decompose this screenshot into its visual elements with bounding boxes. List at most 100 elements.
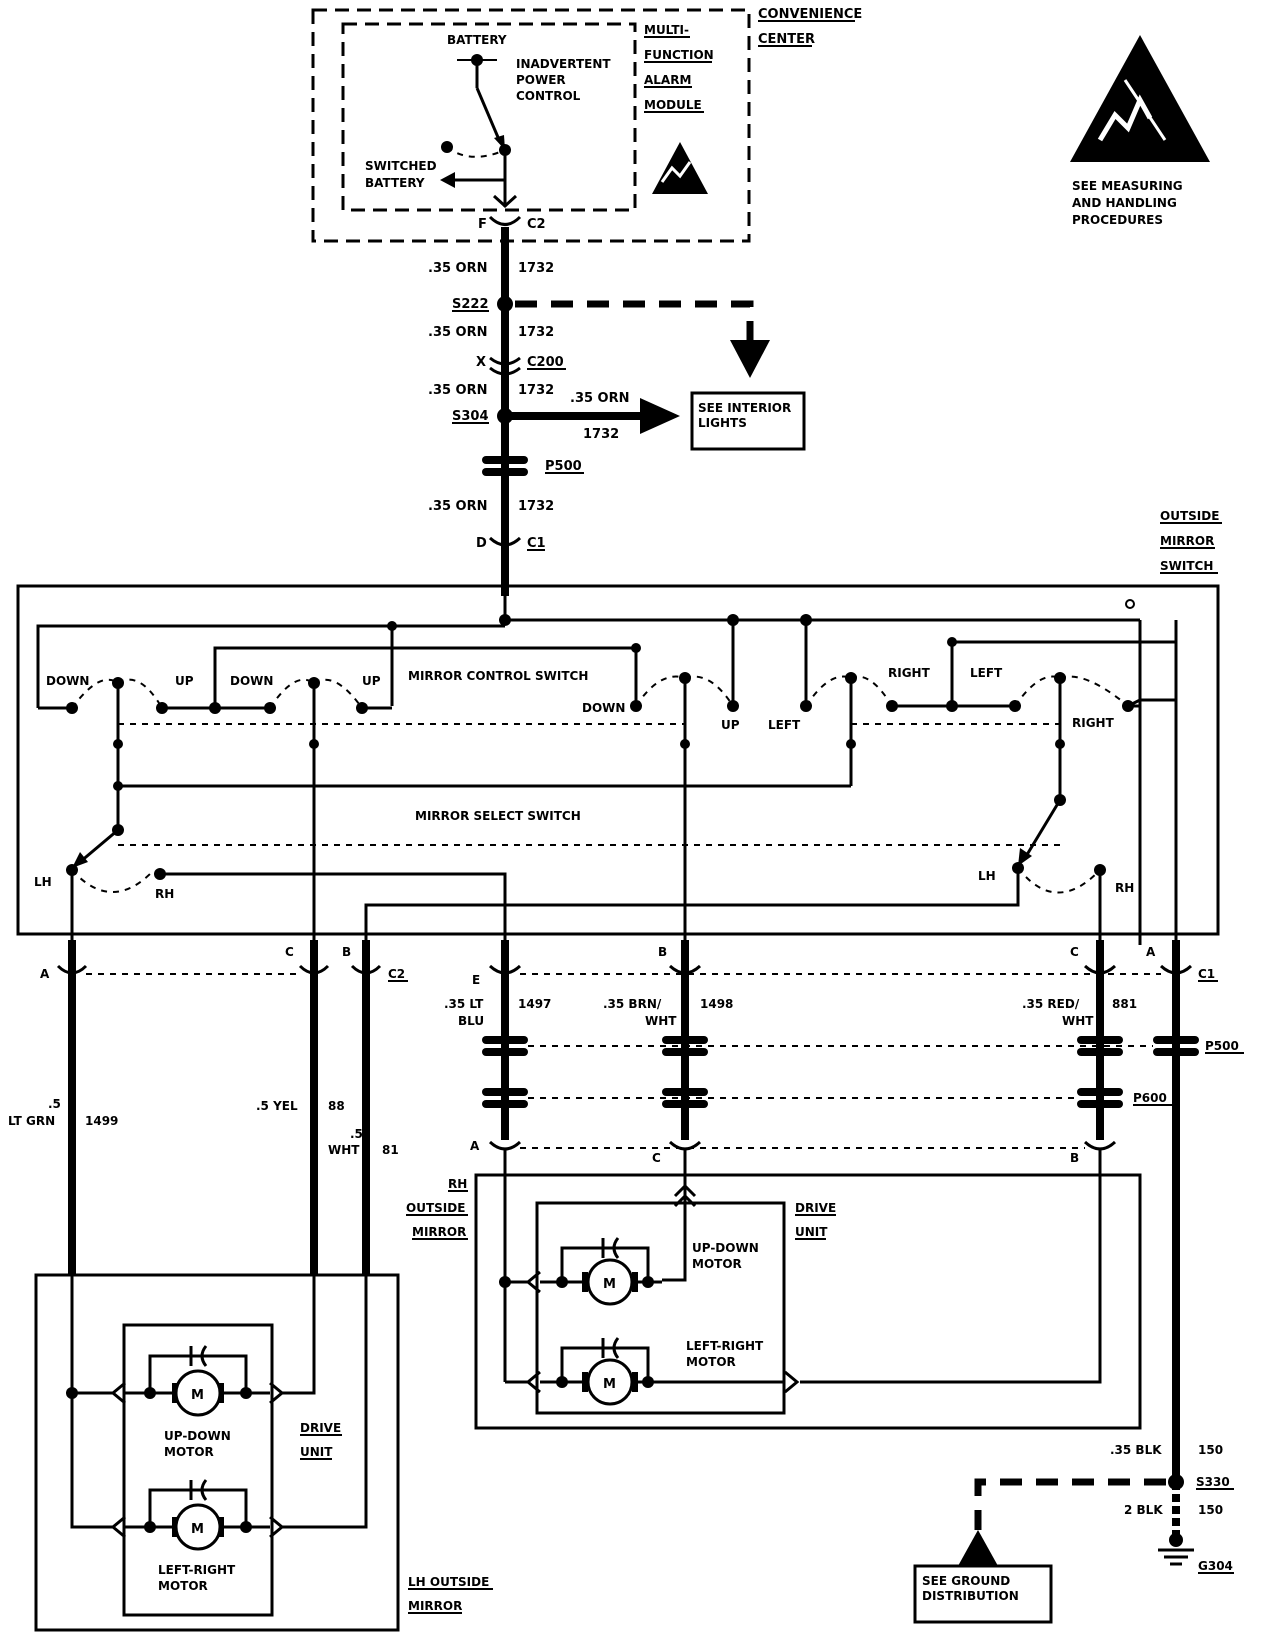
lt-grn-size: .5 [48,1097,61,1111]
p600-label: P600 [1133,1091,1167,1105]
switch-up-2: UP [362,674,381,688]
inadvertent-label-3: CONTROL [516,89,581,103]
lh-updown-label: UP-DOWN [164,1429,231,1443]
wire-num-3: 1732 [518,383,554,398]
switch-up-1: UP [175,674,194,688]
rh-updown-label: UP-DOWN [692,1241,759,1255]
mfam-label-3: ALARM [644,73,691,87]
wire-size-4: .35 ORN [428,499,488,514]
red-wht-size-2: WHT [1062,1014,1094,1028]
blk2-size: 2 BLK [1124,1503,1163,1517]
lh-leftright-label-2: MOTOR [158,1579,208,1593]
convenience-center-label-2: CENTER [758,32,815,47]
lh-updown-label-2: MOTOR [164,1445,214,1459]
outside-mirror-switch-box [16,584,1220,936]
wht-num: 81 [382,1143,399,1157]
switch-right-1: RIGHT [888,666,931,680]
branch-size: .35 ORN [570,391,630,406]
convenience-center-label: CONVENIENCE [758,7,862,22]
p500-top-label: P500 [545,459,582,474]
g304-label: G304 [1198,1559,1233,1573]
wire-num-2: 1732 [518,325,554,340]
pin-e: E [472,973,480,987]
p500-top-grommet [482,456,528,476]
wht-size: .5 [350,1127,363,1141]
lh-leftright-motor-icon [125,1479,270,1551]
lt-blu-num: 1497 [518,997,551,1011]
c1-bottom-label: C1 [1198,967,1215,981]
wire-size-3: .35 ORN [428,383,488,398]
red-wht-num: 881 [1112,997,1137,1011]
yel-size: .5 YEL [256,1099,298,1113]
mirror-control-switch-label: MIRROR CONTROL SWITCH [408,669,588,683]
mfam-label-2: FUNCTION [644,48,714,62]
lt-grn-num: 1499 [85,1114,118,1128]
esd-label-3: PROCEDURES [1072,213,1163,227]
switch-down-2: DOWN [230,674,273,688]
pin-a-right: A [1146,945,1156,959]
switch-up-3: UP [721,718,740,732]
rh-updown-motor-icon [540,1237,662,1306]
connector-c2-bottom [56,964,382,975]
rh-label-2: RH [1115,881,1134,895]
rh-mirror-label: RH [448,1177,467,1191]
rh-drive-unit-label-2: UNIT [795,1225,828,1239]
see-ground-label: SEE GROUND [922,1574,1010,1588]
esd-warning-small-icon [652,142,708,194]
blk1-num: 150 [1198,1443,1223,1457]
lh-mirror-label: LH OUTSIDE [408,1575,489,1589]
mirror-select-switch-label: MIRROR SELECT SWITCH [415,809,581,823]
pin-b-middle: B [658,945,667,959]
switch-right-2: RIGHT [1072,716,1115,730]
brn-wht-size-2: WHT [645,1014,677,1028]
p500-bottom-label: P500 [1205,1039,1239,1053]
p600-grommets [482,1088,1123,1108]
switched-battery-label: SWITCHED [365,159,437,173]
lh-label-1: LH [34,875,52,889]
brn-wht-size: .35 BRN/ [603,997,662,1011]
oms-label: OUTSIDE [1160,509,1219,523]
lh-drive-unit-label: DRIVE [300,1421,341,1435]
alarm-module-box [341,22,637,212]
wire-size-1: .35 ORN [428,261,488,276]
c1-top-label: C1 [527,536,546,551]
see-interior-lights-label-2: LIGHTS [698,416,747,430]
switch-left-1: LEFT [768,718,801,732]
oms-label-2: MIRROR [1160,534,1214,548]
lh-mirror-box [34,1273,400,1632]
rh-mirror-label-3: MIRROR [412,1225,466,1239]
pin-b-left: B [342,945,351,959]
pin-c-right: C [1070,945,1079,959]
rh-leftright-label-2: MOTOR [686,1355,736,1369]
mfam-label-4: MODULE [644,98,702,112]
c2-top-pin: F [478,217,487,232]
lt-grn-size-2: LT GRN [8,1114,55,1128]
pin-c-rh: C [652,1151,661,1165]
lh-updown-motor-icon [125,1345,270,1417]
lh-updown-m: M [191,1388,204,1403]
lh-leftright-m: M [191,1522,204,1537]
wire-size-2: .35 ORN [428,325,488,340]
see-interior-lights-box [690,391,806,451]
mfam-label: MULTI- [644,23,689,37]
lh-leftright-label: LEFT-RIGHT [158,1563,236,1577]
rh-mirror-connector [488,1140,1117,1151]
rh-label-1: RH [155,887,174,901]
wire-num-4: 1732 [518,499,554,514]
c2-bottom-label: C2 [388,967,405,981]
rh-updown-label-2: MOTOR [692,1257,742,1271]
rh-leftright-label: LEFT-RIGHT [686,1339,764,1353]
see-interior-lights-label: SEE INTERIOR [698,401,791,415]
see-ground-distribution-box [913,1564,1053,1624]
p500-bottom-grommets [482,1036,1199,1056]
blk2-num: 150 [1198,1503,1223,1517]
convenience-center-box [311,8,751,243]
s222-label: S222 [452,297,489,312]
esd-warning-icon [1070,35,1210,162]
c200-pin: X [476,355,486,370]
inadvertent-label-2: POWER [516,73,566,87]
rh-drive-unit-box [535,1201,786,1415]
c1-top-pin: D [476,536,487,551]
switched-battery-label-2: BATTERY [365,176,425,190]
